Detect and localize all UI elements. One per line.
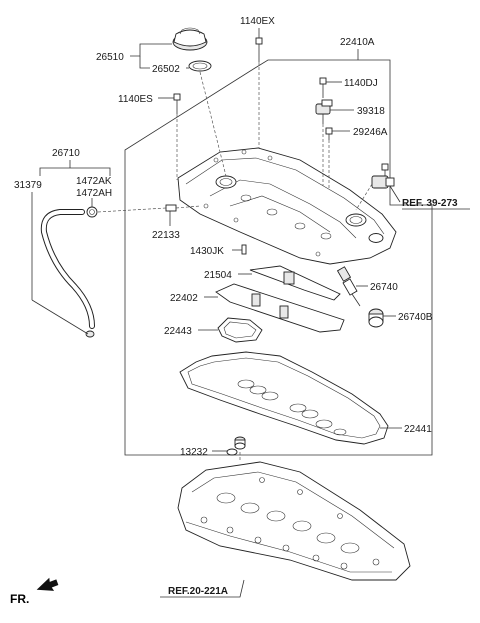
- ocv-26740: [336, 266, 361, 307]
- label-26502: 26502: [152, 64, 180, 75]
- label-1472ah: 1472AH: [76, 188, 112, 199]
- leader-lines: [31, 28, 402, 598]
- front-label: FR.: [10, 592, 29, 606]
- sensor-39-273: [371, 163, 395, 189]
- label-1472ak: 1472AK: [76, 176, 112, 187]
- label-31379: 31379: [14, 180, 42, 191]
- front-arrow-icon: [36, 577, 59, 591]
- label-26710: 26710: [52, 148, 80, 159]
- baffle-plate-22402: [215, 283, 345, 333]
- label-22402: 22402: [170, 293, 198, 304]
- label-22441: 22441: [404, 424, 432, 435]
- label-1140ex: 1140EX: [240, 16, 275, 27]
- filler-cap-gasket: [188, 60, 212, 72]
- label-39318: 39318: [357, 106, 385, 117]
- ref-39-273: REF. 39-273: [402, 198, 458, 209]
- ocv-cap-26740b: [368, 308, 384, 328]
- label-29246a: 29246A: [353, 127, 388, 138]
- gasket-22443: [217, 317, 263, 343]
- label-13232: 13232: [180, 447, 208, 458]
- oil-filler-cap: [172, 27, 208, 51]
- bolt-1140dj: [319, 77, 327, 98]
- label-22410a: 22410A: [340, 37, 375, 48]
- label-1140dj: 1140DJ: [344, 78, 378, 89]
- label-1430jk: 1430JK: [190, 246, 224, 257]
- label-26740: 26740: [370, 282, 398, 293]
- bolt-29246a: [325, 127, 333, 140]
- head-cover-gasket-22441: [179, 351, 389, 445]
- bolt-1140ex: [255, 37, 263, 62]
- hose-clamp: [86, 206, 98, 218]
- label-1140es: 1140ES: [118, 94, 153, 105]
- cylinder-head-cover: [177, 147, 397, 265]
- seal-13232: [226, 436, 246, 456]
- cam-position-sensor: [315, 99, 333, 124]
- bolt-1140es: [173, 93, 181, 114]
- label-26740b: 26740B: [398, 312, 433, 323]
- label-22133: 22133: [152, 230, 180, 241]
- label-22443: 22443: [164, 326, 192, 337]
- label-26510: 26510: [96, 52, 124, 63]
- ref-20-221a: REF.20-221A: [168, 586, 228, 597]
- label-21504: 21504: [204, 270, 232, 281]
- cylinder-head: [177, 461, 411, 581]
- pcv-hose: [40, 209, 95, 338]
- assembly-guides: [97, 62, 373, 462]
- plug-1430jk: [241, 244, 247, 255]
- assembly-frame: [124, 59, 433, 456]
- pcv-valve-22133: [165, 204, 177, 212]
- baffle-21504: [249, 265, 341, 301]
